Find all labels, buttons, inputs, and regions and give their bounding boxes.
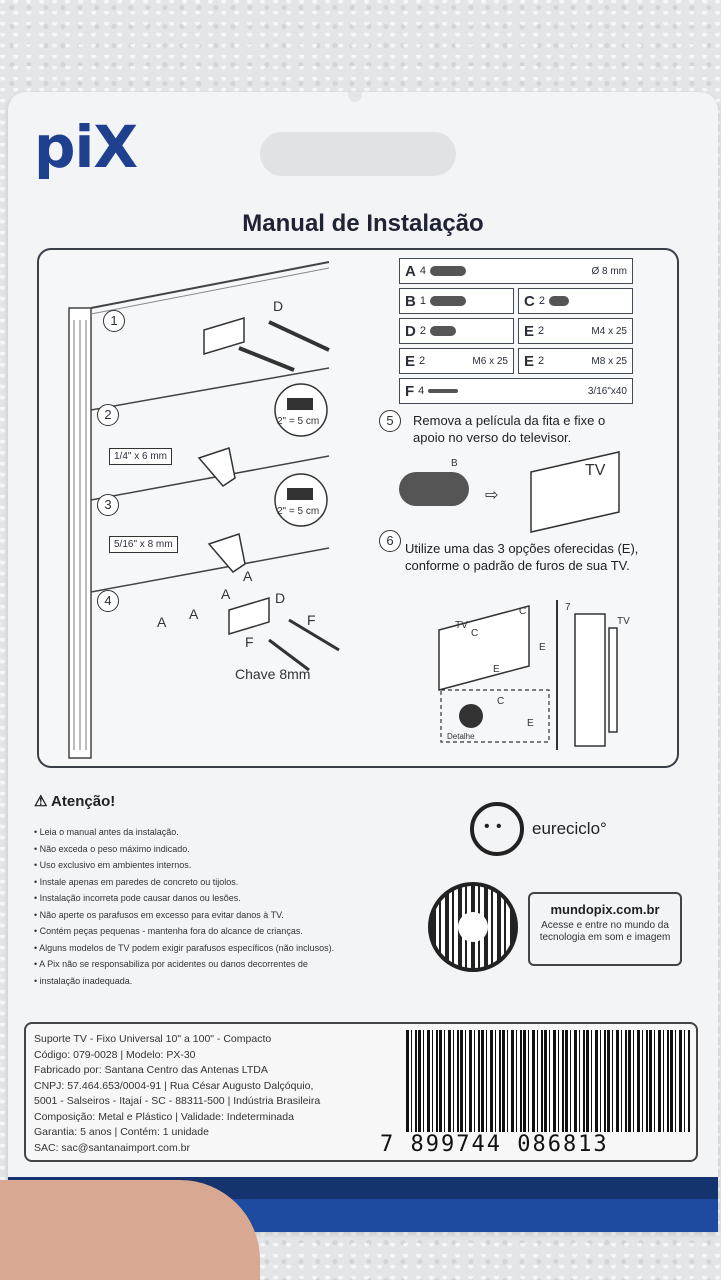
attention-item: Instalação incorreta pode causar danos o… [34, 890, 414, 907]
step-4-number: 4 [97, 590, 119, 612]
info-line: Garantia: 5 anos | Contém: 1 unidade [34, 1126, 209, 1138]
label-a-4: A [243, 568, 253, 584]
holding-hand [0, 1180, 260, 1280]
attention-item: Não exceda o peso máximo indicado. [34, 841, 414, 858]
info-line: Código: 079-0028 | Modelo: PX-30 [34, 1048, 196, 1061]
step-6-text: Utilize uma das 3 opções oferecidas (E),… [405, 541, 639, 573]
product-card: piX Manual de Instalação [8, 92, 718, 1232]
label-e-3: E [527, 718, 534, 729]
label-d-2: D [275, 590, 286, 606]
step-5-text: Remova a película da fita e fixe o apoio… [413, 413, 606, 445]
step-3-number: 3 [97, 494, 119, 516]
tool-label: Chave 8mm [235, 666, 311, 682]
label-c-1: C [471, 628, 479, 639]
label-e-1: E [539, 642, 546, 653]
step-7-number: 7 [565, 602, 571, 613]
label-d-1: D [273, 298, 284, 314]
label-f-2: F [245, 634, 254, 650]
step-5-number: 5 [379, 410, 401, 432]
hanger-slot [260, 132, 456, 176]
tv-label-7: TV [617, 616, 630, 627]
label-b: B [451, 458, 458, 469]
attention-item: A Pix não se responsabiliza por acidente… [34, 956, 414, 973]
label-e-2: E [493, 664, 500, 675]
qr-code[interactable] [428, 882, 518, 972]
label-a-3: A [221, 586, 231, 602]
step-1-number: 1 [103, 310, 125, 332]
website-description: Acesse e entre no mundo da tecnologia em… [539, 920, 671, 943]
attention-item: Não aperte os parafusos em excesso para … [34, 907, 414, 924]
info-line: SAC: sac@santanaimport.com.br [34, 1141, 190, 1154]
attention-item: Contém peças pequenas - mantenha fora do… [34, 923, 414, 940]
attention-item: Leia o manual antes da instalação. [34, 824, 414, 841]
attention-item: Uso exclusivo em ambientes internos. [34, 857, 414, 874]
info-line: CNPJ: 57.464.653/0004-91 | Rua César Aug… [34, 1079, 314, 1092]
depth-2: 2" = 5 cm [277, 506, 320, 517]
product-info-lines: Suporte TV - Fixo Universal 10" a 100" -… [34, 1032, 384, 1156]
label-c-2: C [519, 606, 527, 617]
label-c-3: C [497, 696, 505, 707]
label-a-2: A [189, 606, 199, 622]
attention-item: Alguns modelos de TV podem exigir parafu… [34, 940, 414, 957]
drill-size-2: 5/16" x 8 mm [109, 536, 178, 553]
step-6-number: 6 [379, 530, 401, 552]
manual-title: Manual de Instalação [242, 210, 484, 237]
tv-label-5: TV [585, 462, 606, 479]
info-line: Fabricado por: Santana Centro das Antena… [34, 1064, 268, 1076]
product-info-box: Suporte TV - Fixo Universal 10" a 100" -… [24, 1022, 698, 1162]
eureciclo-seal: eureciclo° [470, 802, 607, 856]
hanger-notch [348, 92, 362, 102]
detail-label: Detalhe [447, 732, 475, 741]
info-line: Composição: Metal e Plástico | Validade:… [34, 1110, 294, 1123]
label-f-1: F [307, 612, 316, 628]
depth-1: 2" = 5 cm [277, 416, 320, 427]
tv-label-6: TV [455, 620, 468, 631]
label-a-1: A [157, 614, 167, 630]
attention-item: instalação inadequada. [34, 973, 414, 990]
step-2-number: 2 [97, 404, 119, 426]
attention-item: Instale apenas em paredes de concreto ou… [34, 874, 414, 891]
svg-text:⇨: ⇨ [485, 487, 498, 504]
info-line: Suporte TV - Fixo Universal 10" a 100" -… [34, 1033, 272, 1045]
eureciclo-text: eureciclo° [532, 819, 607, 838]
info-line: 5001 - Salseiros - Itajaí - SC - 88311-5… [34, 1095, 321, 1107]
diagram-illustration: ⇨ [68, 261, 620, 759]
drill-size-1: 1/4" x 6 mm [109, 448, 173, 465]
eureciclo-icon [470, 802, 524, 856]
attention-list: Leia o manual antes da instalação. Não e… [34, 824, 414, 989]
barcode-number: 7 899744 086813 [380, 1132, 609, 1157]
barcode [406, 1030, 690, 1132]
attention-title: ⚠ Atenção! [34, 793, 116, 810]
pix-logo: piX [34, 113, 138, 181]
website-url[interactable]: mundopix.com.br [550, 902, 660, 917]
website-box: mundopix.com.br Acesse e entre no mundo … [528, 892, 682, 966]
